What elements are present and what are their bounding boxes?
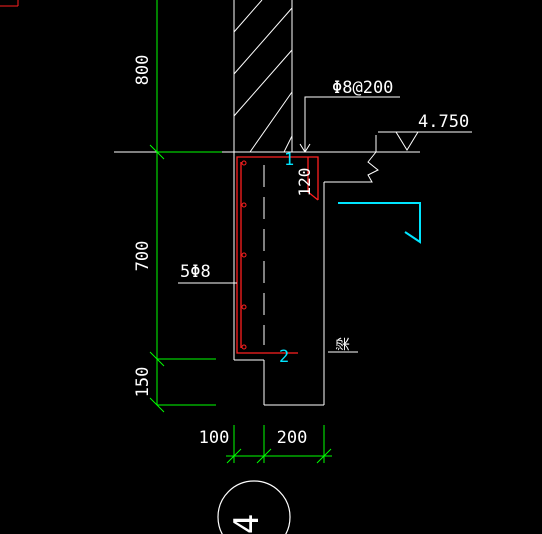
wall-hatch bbox=[233, 0, 293, 153]
section-number: 4 bbox=[227, 514, 267, 534]
stirrup-bar bbox=[236, 156, 319, 354]
beam-label: 梁 bbox=[336, 337, 352, 351]
beam-outline bbox=[233, 152, 365, 406]
longitudinal-bars bbox=[241, 160, 247, 350]
marker-2: 2 bbox=[279, 347, 289, 367]
section-circle bbox=[217, 480, 291, 534]
dim-800-label: 800 bbox=[133, 55, 153, 86]
longitudinal-bars-label: 5Φ8 bbox=[180, 262, 211, 282]
elevation-label: 4.750 bbox=[418, 112, 469, 132]
dim-700-label: 700 bbox=[133, 241, 153, 272]
beam-section-symbol bbox=[338, 202, 421, 244]
break-symbol bbox=[365, 151, 379, 183]
marker-1: 1 bbox=[284, 150, 294, 170]
slab-thickness-label: 120 bbox=[295, 168, 314, 197]
leader-lines bbox=[178, 96, 472, 353]
elevation-triangle bbox=[395, 131, 419, 151]
horizontal-dimension bbox=[226, 425, 332, 464]
upper-wall bbox=[233, 0, 293, 152]
vertical-dimension bbox=[149, 0, 222, 413]
corner-fragment bbox=[0, 0, 19, 7]
dim-150-label: 150 bbox=[133, 367, 153, 398]
stirrup-spec-label: Φ8@200 bbox=[332, 78, 393, 98]
dim-100-label: 100 bbox=[199, 428, 230, 448]
dim-200-label: 200 bbox=[277, 428, 308, 448]
